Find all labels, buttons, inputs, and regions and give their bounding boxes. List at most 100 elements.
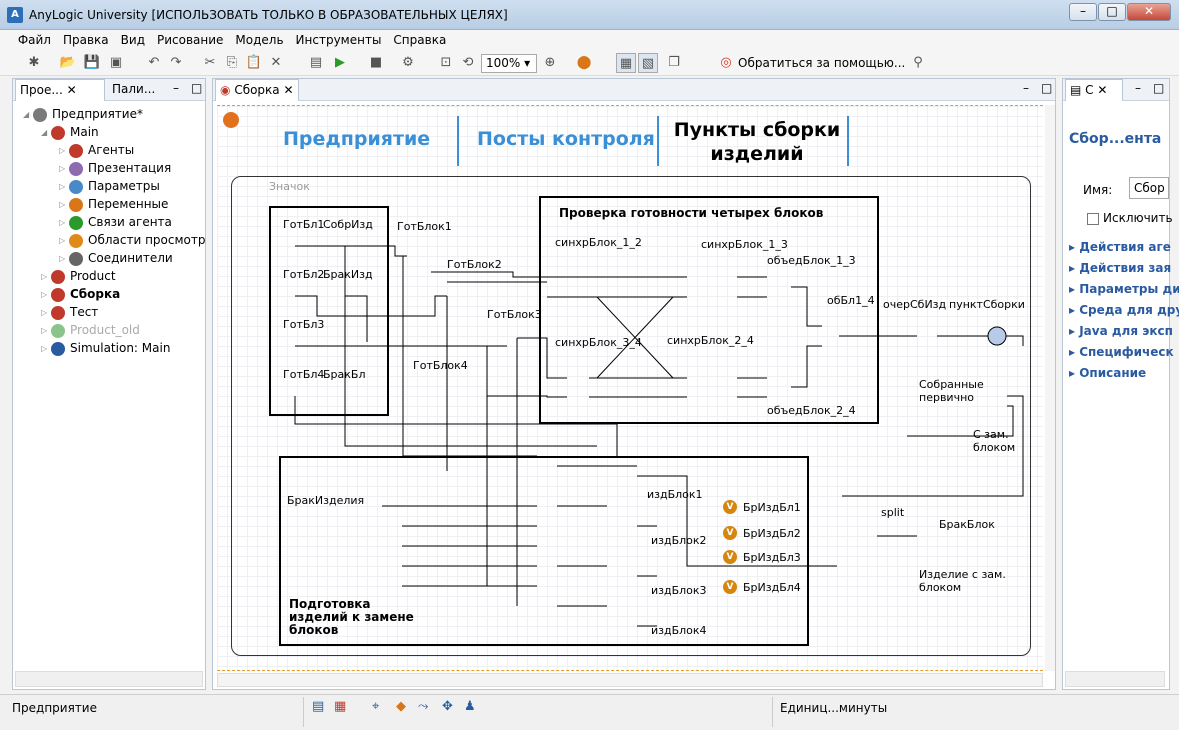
zoom-reset-icon[interactable]: ⟲	[462, 55, 474, 70]
copy-icon[interactable]: ⎘	[226, 55, 238, 70]
debug-icon[interactable]: ⚙	[402, 55, 414, 70]
tree-item[interactable]: ▷Параметры	[59, 177, 160, 195]
tree-item[interactable]: ▷Переменные	[59, 195, 168, 213]
paste-icon[interactable]: 📋	[245, 55, 263, 70]
label-bri3[interactable]: БрИздБл3	[743, 551, 801, 564]
tree-item[interactable]: ▷Области просмотр	[59, 231, 205, 249]
properties-section[interactable]: ▸ Специфическ	[1069, 342, 1174, 362]
build-icon[interactable]: ▤	[309, 55, 323, 70]
expand-arrow-icon[interactable]: ▷	[59, 145, 66, 155]
close-button[interactable]: ✕	[1127, 3, 1171, 21]
maximize-button[interactable]: □	[1098, 3, 1126, 21]
menu-view[interactable]: Вид	[120, 33, 145, 47]
canvas-vscroll[interactable]	[1045, 105, 1055, 671]
pin-icon[interactable]: ⚲	[913, 55, 923, 70]
nav-link-control-posts[interactable]: Посты контроля	[477, 128, 655, 150]
help-lifebuoy-icon[interactable]: ◎	[720, 55, 732, 70]
run-icon[interactable]: ▶	[335, 55, 345, 70]
tree-item[interactable]: ▷Тест	[41, 303, 98, 321]
cut-icon[interactable]: ✂	[204, 55, 216, 70]
location-icon[interactable]: ⬤	[576, 55, 592, 70]
expand-arrow-icon[interactable]: ◢	[23, 109, 30, 119]
minimize-panel-icon[interactable]: –	[173, 81, 179, 95]
expand-arrow-icon[interactable]: ▷	[59, 235, 66, 245]
expand-arrow-icon[interactable]: ▷	[59, 181, 66, 191]
tree-item[interactable]: ◢Предприятие*	[23, 105, 143, 123]
maximize-properties-icon[interactable]: □	[1153, 81, 1165, 95]
tab-projects[interactable]: Прое... ✕	[15, 79, 105, 101]
menu-model[interactable]: Модель	[235, 33, 284, 47]
connector-tool-icon[interactable]: ⤳	[418, 699, 429, 714]
agent-tool-icon[interactable]: ♟	[464, 699, 476, 714]
menu-file[interactable]: Файл	[17, 33, 51, 47]
move-tool-icon[interactable]: ✥	[442, 699, 453, 714]
help-button[interactable]: Обратиться за помощью...	[738, 56, 906, 70]
layers-icon[interactable]: ❐	[668, 55, 680, 70]
exclude-checkbox[interactable]	[1087, 213, 1099, 225]
properties-section[interactable]: ▸ Действия зая	[1069, 258, 1171, 278]
nav-link-enterprise[interactable]: Предприятие	[283, 128, 431, 150]
properties-section[interactable]: ▸ Параметры ди	[1069, 279, 1179, 299]
console-icon[interactable]: ▤	[312, 699, 325, 714]
expand-arrow-icon[interactable]: ◢	[41, 127, 48, 137]
zoom-in-icon[interactable]: ⊕	[544, 55, 556, 70]
zoom-fit-icon[interactable]: ⊡	[440, 55, 452, 70]
tree-item[interactable]: ▷Презентация	[59, 159, 171, 177]
snap-toggle-icon[interactable]: ▧	[638, 53, 658, 73]
grid-toggle-icon[interactable]: ▦	[616, 53, 636, 73]
properties-section[interactable]: ▸ Java для эксп	[1069, 321, 1173, 341]
tab-sborka[interactable]: ◉ Сборка ✕	[215, 79, 299, 101]
label-bri1[interactable]: БрИздБл1	[743, 501, 801, 514]
new-project-icon[interactable]: ✱	[28, 55, 40, 70]
zoom-select[interactable]: 100% ▾	[481, 54, 537, 73]
properties-section[interactable]: ▸ Описание	[1069, 363, 1146, 383]
expand-arrow-icon[interactable]: ▷	[41, 343, 48, 353]
redo-icon[interactable]: ↷	[170, 55, 182, 70]
diagram-canvas[interactable]: Предприятие Посты контроля Пункты сборки…	[217, 105, 1043, 671]
undo-icon[interactable]: ↶	[148, 55, 160, 70]
problems-icon[interactable]: ▦	[334, 699, 347, 714]
tree-item[interactable]: ▷Агенты	[59, 141, 134, 159]
menu-tools[interactable]: Инструменты	[295, 33, 382, 47]
nav-link-assembly[interactable]: Пункты сборки изделий	[673, 119, 841, 165]
expand-arrow-icon[interactable]: ▷	[41, 325, 48, 335]
expand-arrow-icon[interactable]: ▷	[59, 163, 66, 173]
tree-item[interactable]: ▷Связи агента	[59, 213, 172, 231]
maximize-editor-icon[interactable]: □	[1041, 81, 1053, 95]
minimize-editor-icon[interactable]: –	[1023, 81, 1029, 95]
minimize-button[interactable]: –	[1069, 3, 1097, 21]
select-tool-icon[interactable]: ⌖	[372, 699, 380, 714]
properties-section[interactable]: ▸ Среда для дру	[1069, 300, 1179, 320]
label-bri4[interactable]: БрИздБл4	[743, 581, 801, 594]
tree-item[interactable]: ▷Product	[41, 267, 116, 285]
tree-item[interactable]: ▷Соединители	[59, 249, 173, 267]
name-field[interactable]: Сбор	[1129, 177, 1169, 199]
expand-arrow-icon[interactable]: ▷	[59, 217, 66, 227]
menu-edit[interactable]: Правка	[62, 33, 109, 47]
menu-help[interactable]: Справка	[393, 33, 447, 47]
tab-palette[interactable]: Пали...	[112, 82, 156, 96]
maximize-panel-icon[interactable]: □	[191, 81, 203, 95]
save-icon[interactable]: 💾	[83, 55, 101, 70]
properties-scrollbar[interactable]	[1065, 671, 1165, 687]
menu-draw[interactable]: Рисование	[156, 33, 224, 47]
expand-arrow-icon[interactable]: ▷	[41, 289, 48, 299]
minimize-properties-icon[interactable]: –	[1135, 81, 1141, 95]
tree-item[interactable]: ◢Main	[41, 123, 99, 141]
expand-arrow-icon[interactable]: ▷	[41, 271, 48, 281]
shapes-tool-icon[interactable]: ◆	[396, 699, 406, 714]
tab-properties[interactable]: ▤ С ✕	[1065, 79, 1123, 101]
tree-scrollbar[interactable]	[15, 671, 203, 687]
tree-item[interactable]: ▷Product_old	[41, 321, 140, 339]
expand-arrow-icon[interactable]: ▷	[59, 199, 66, 209]
properties-section[interactable]: ▸ Действия аге	[1069, 237, 1171, 257]
stop-icon[interactable]: ■	[369, 55, 383, 70]
label-bri2[interactable]: БрИздБл2	[743, 527, 801, 540]
expand-arrow-icon[interactable]: ▷	[41, 307, 48, 317]
open-icon[interactable]: 📂	[59, 55, 77, 70]
tree-item[interactable]: ▷Simulation: Main	[41, 339, 170, 357]
delete-icon[interactable]: ✕	[270, 55, 282, 70]
save-all-icon[interactable]: ▣	[109, 55, 123, 70]
tree-item[interactable]: ▷Сборка	[41, 285, 120, 303]
canvas-hscroll[interactable]	[217, 673, 1043, 687]
